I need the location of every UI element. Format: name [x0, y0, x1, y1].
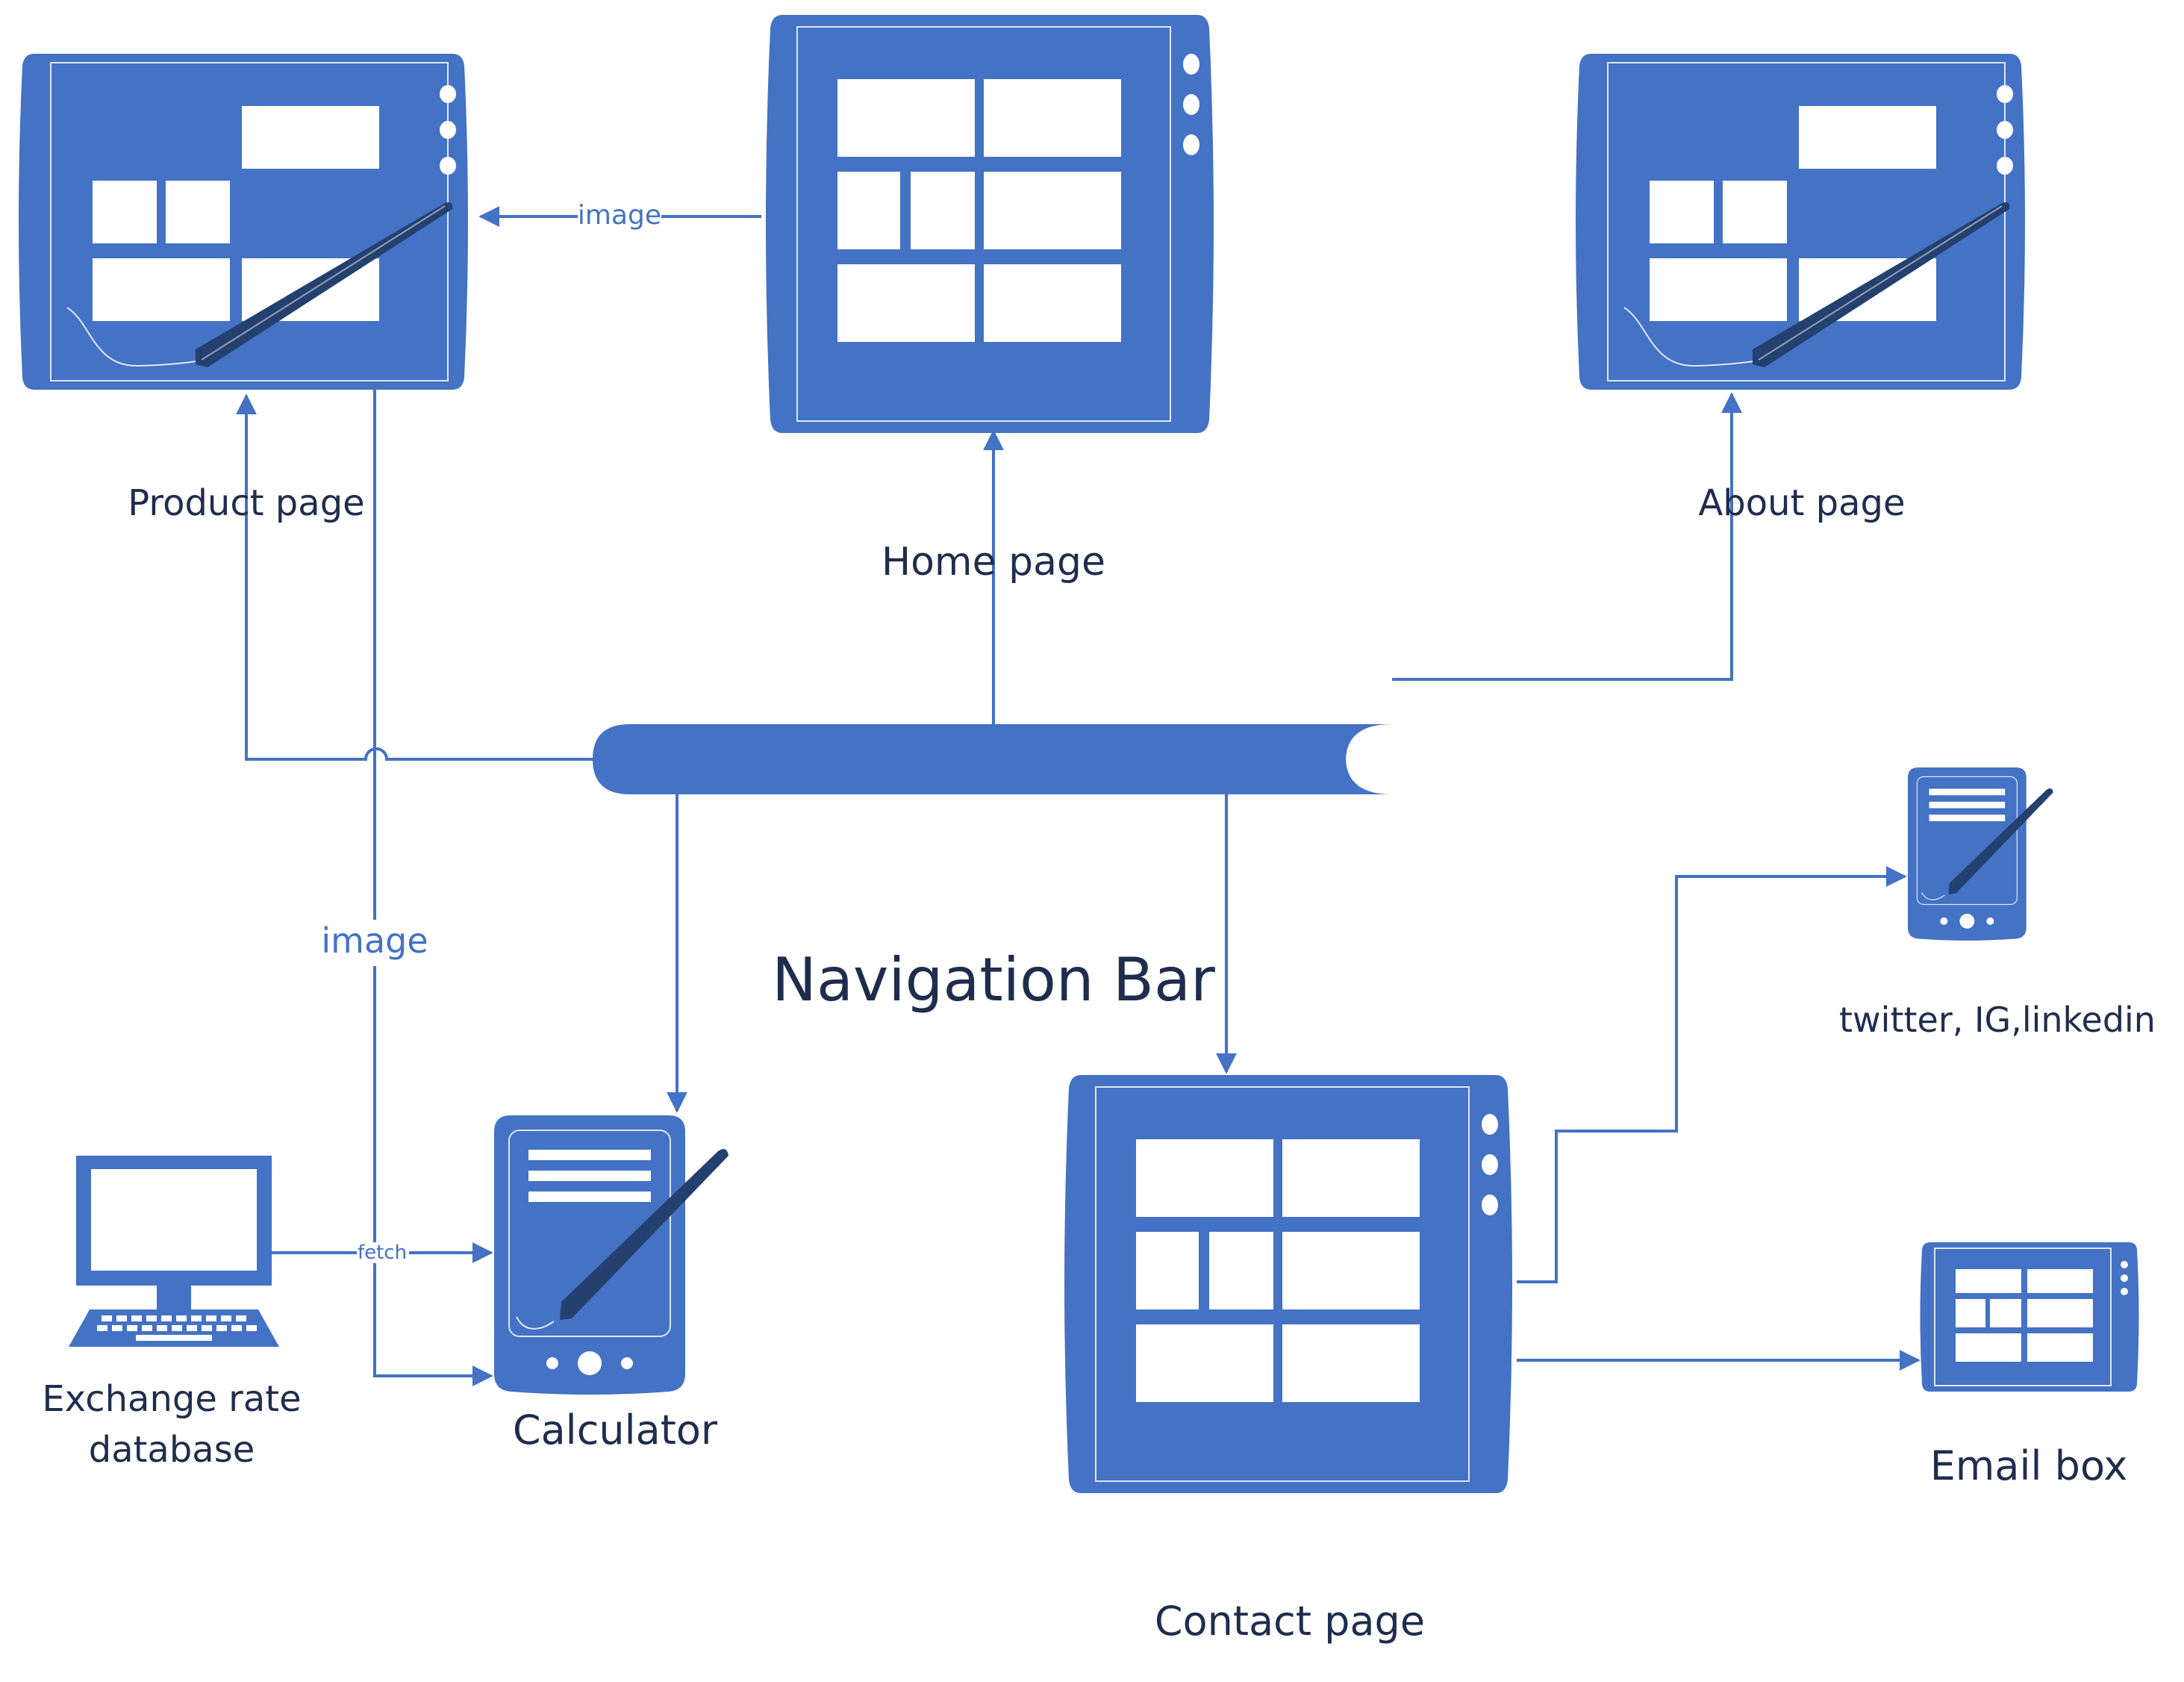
edge-product-to-calculator — [373, 390, 493, 1386]
desktop-computer-icon — [69, 1156, 279, 1347]
product-page-label: Product page — [128, 482, 364, 524]
home-page-icon — [765, 14, 1214, 434]
calculator-label: Calculator — [513, 1407, 718, 1454]
social-label: twitter, IG,linkedin — [1839, 1000, 2156, 1040]
edge-nav-to-about — [1392, 392, 1742, 681]
edge-contact-to-social — [1517, 866, 1907, 1283]
contact-page-label: Contact page — [1155, 1598, 1425, 1645]
contact-page-icon — [1064, 1074, 1513, 1494]
edge-label-fetch: fetch — [358, 1242, 407, 1264]
navigation-bar-label: Navigation Bar — [772, 945, 1215, 1015]
edge-label-image-product-calculator: image — [321, 921, 428, 961]
product-page-icon — [18, 53, 469, 390]
navigation-bar-shape — [593, 724, 1392, 794]
home-page-label: Home page — [882, 540, 1105, 585]
edge-label-image-home-product: image — [578, 200, 661, 231]
connectors — [236, 206, 1921, 1386]
exchange-rate-label-line1: Exchange rate — [42, 1378, 301, 1420]
email-box-icon — [1919, 1242, 2140, 1392]
social-icon — [1907, 767, 2054, 941]
about-page-label: About page — [1698, 482, 1905, 524]
about-page-icon — [1575, 53, 2026, 390]
exchange-rate-label-line2: database — [89, 1429, 255, 1471]
edge-nav-to-product — [236, 393, 593, 761]
calculator-icon — [493, 1115, 729, 1395]
email-box-label: Email box — [1930, 1442, 2128, 1489]
